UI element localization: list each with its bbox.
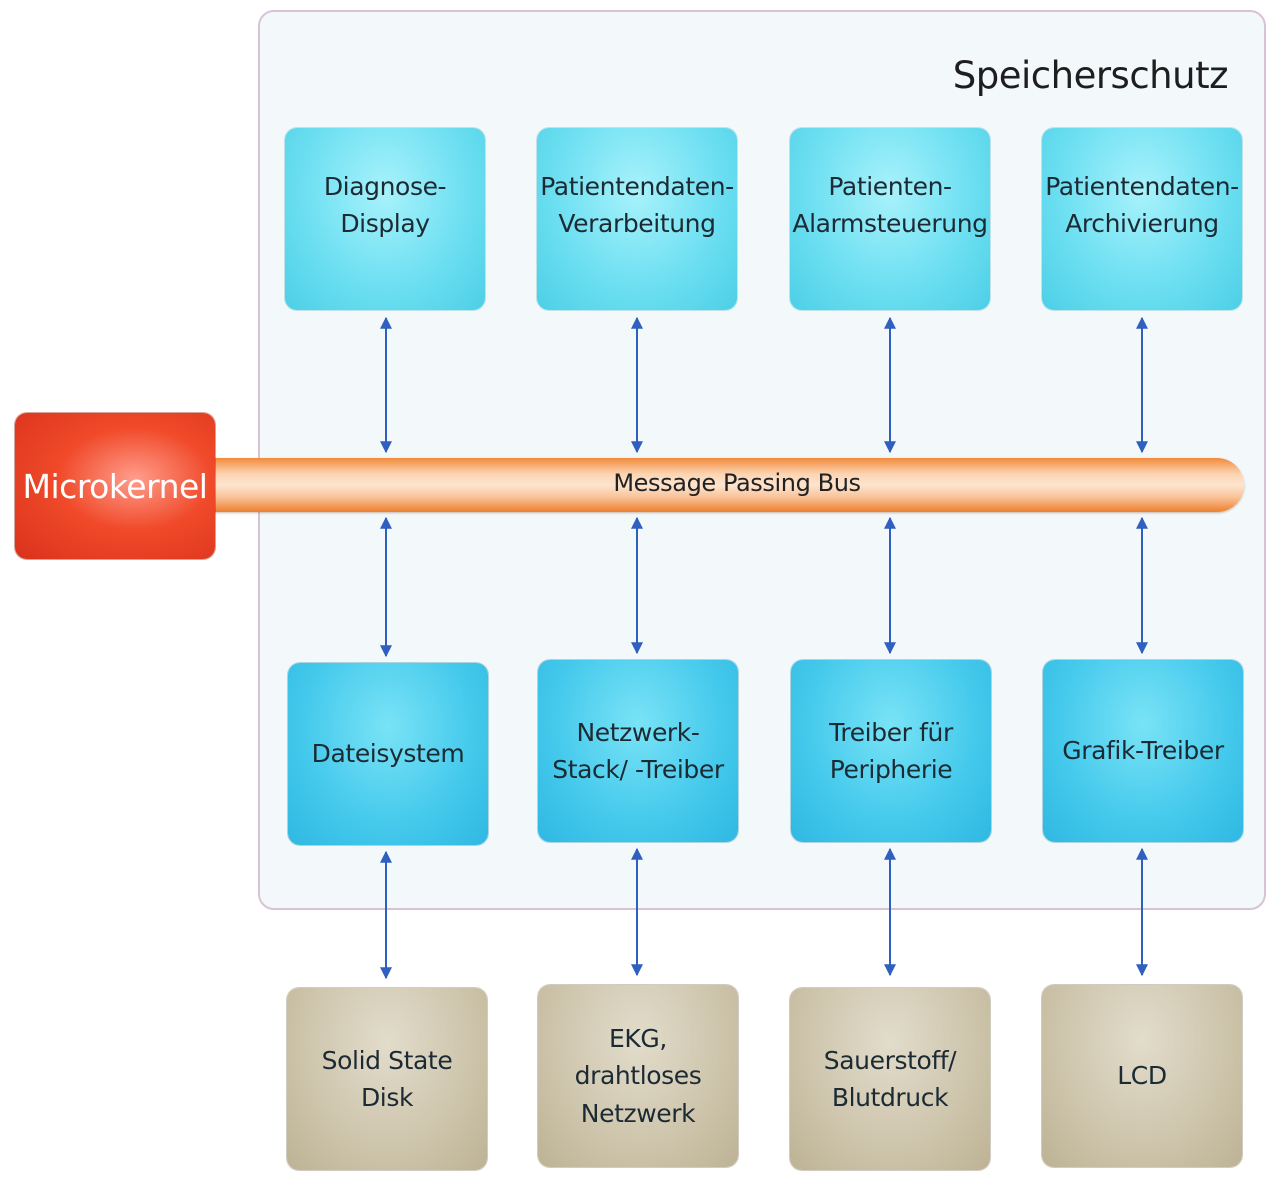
app-label: Patientendaten- Archivierung — [1045, 171, 1239, 239]
kernel-label: Microkernel — [22, 466, 208, 506]
driver-dateisystem: Dateisystem — [288, 663, 488, 845]
app-label: Patienten- Alarmsteuerung — [792, 171, 988, 239]
message-passing-bus: Message Passing Bus — [190, 458, 1244, 512]
hw-label: EKG, drahtloses Netzwerk — [574, 1023, 702, 1128]
hw-label: Solid State Disk — [321, 1045, 453, 1113]
hw-label: LCD — [1117, 1061, 1167, 1091]
hw-solid-state-disk: Solid State Disk — [287, 988, 487, 1170]
app-patientendaten-verarbeitung: Patientendaten- Verarbeitung — [537, 128, 737, 310]
hw-ekg-netzwerk: EKG, drahtloses Netzwerk — [538, 985, 738, 1167]
driver-netzwerk-stack: Netzwerk- Stack/ -Treiber — [538, 660, 738, 842]
app-label: Diagnose- Display — [323, 171, 447, 239]
app-patienten-alarmsteuerung: Patienten- Alarmsteuerung — [790, 128, 990, 310]
driver-label: Treiber für Peripherie — [829, 717, 953, 785]
hw-label: Sauerstoff/ Blutdruck — [823, 1045, 957, 1113]
bus-label: Message Passing Bus — [613, 469, 861, 497]
app-patientendaten-archivierung: Patientendaten- Archivierung — [1042, 128, 1242, 310]
app-label: Patientendaten- Verarbeitung — [540, 171, 734, 239]
driver-grafik: Grafik-Treiber — [1043, 660, 1243, 842]
hw-lcd: LCD — [1042, 985, 1242, 1167]
driver-peripherie: Treiber für Peripherie — [791, 660, 991, 842]
microkernel-box: Microkernel — [15, 413, 215, 559]
frame-title: Speicherschutz — [952, 54, 1229, 97]
app-diagnose-display: Diagnose- Display — [285, 128, 485, 310]
driver-label: Netzwerk- Stack/ -Treiber — [552, 717, 724, 785]
driver-label: Grafik-Treiber — [1062, 736, 1224, 766]
driver-label: Dateisystem — [311, 739, 465, 769]
hw-sauerstoff-blutdruck: Sauerstoff/ Blutdruck — [790, 988, 990, 1170]
